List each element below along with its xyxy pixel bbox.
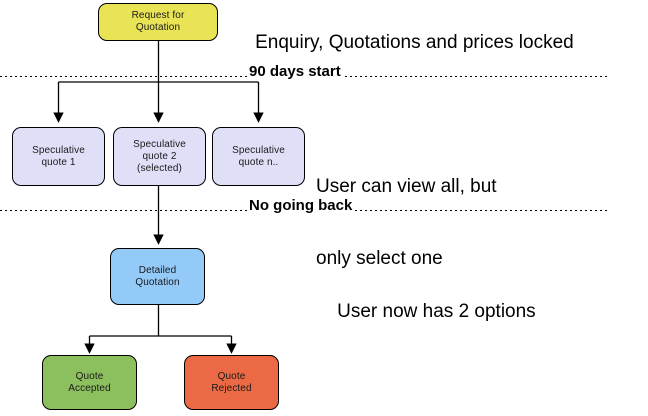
node-speculative-quote-1[interactable]: Speculative quote 1 [12,127,105,186]
node-label: Quote Rejected [211,370,252,394]
connector-rfq-to-speculative [53,41,264,123]
node-label: Quote Accepted [68,370,111,394]
node-label: Speculative quote n.. [232,144,285,168]
node-detailed-quotation[interactable]: Detailed Quotation [110,248,205,305]
node-label: Request for Quotation [131,10,185,33]
phase-label-no-going-back: No going back [248,197,354,214]
node-speculative-quote-2-selected[interactable]: Speculative quote 2 (selected) [113,127,206,186]
annotation-two-options: User now has 2 options [316,276,536,348]
annotation-view-all-select-one: User can view all, but only select one [316,127,497,319]
connector-detailed-to-outcomes [84,305,237,354]
node-quote-accepted[interactable]: Quote Accepted [42,355,137,410]
node-quote-rejected[interactable]: Quote Rejected [184,355,279,410]
node-label: Speculative quote 1 [32,144,85,168]
annotation-enquiry-locked: Enquiry, Quotations and prices locked [234,7,574,79]
annotation-line: User now has 2 options [337,301,536,322]
annotation-line: only select one [316,248,443,269]
annotation-line: User can view all, but [316,176,497,197]
node-label: Detailed Quotation [135,264,180,288]
node-request-for-quotation[interactable]: Request for Quotation [98,3,218,41]
phase-label-90-days-start: 90 days start [248,63,342,80]
node-label: Speculative quote 2 (selected) [133,138,186,174]
node-speculative-quote-n[interactable]: Speculative quote n.. [212,127,305,186]
annotation-line: Enquiry, Quotations and prices locked [255,32,574,53]
